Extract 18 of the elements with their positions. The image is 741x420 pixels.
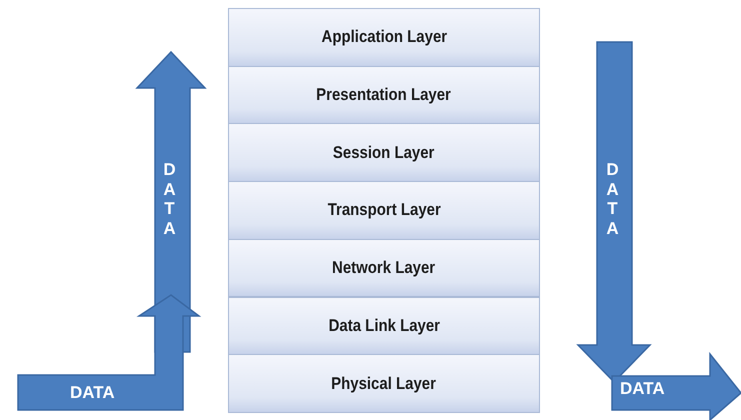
data-label: DATA — [605, 160, 620, 238]
layer-label: Data Link Layer — [328, 316, 440, 336]
data-label: DATA — [620, 379, 665, 399]
layer-label: Network Layer — [332, 258, 436, 278]
data-label: DATA — [70, 383, 115, 403]
layer-box — [228, 238, 540, 298]
layer-box — [228, 123, 540, 182]
layer-label: Transport Layer — [327, 200, 441, 220]
layer-box — [228, 354, 540, 413]
layer-box — [228, 296, 540, 356]
layer-box — [228, 66, 540, 124]
layer-box — [228, 181, 540, 240]
layer-label: Session Layer — [333, 142, 435, 163]
layer-label: Presentation Layer — [316, 85, 452, 106]
layer-box — [228, 8, 540, 67]
layer-label: Application Layer — [321, 27, 447, 48]
layer-label: Physical Layer — [332, 374, 436, 394]
data-label: DATA — [162, 160, 177, 238]
